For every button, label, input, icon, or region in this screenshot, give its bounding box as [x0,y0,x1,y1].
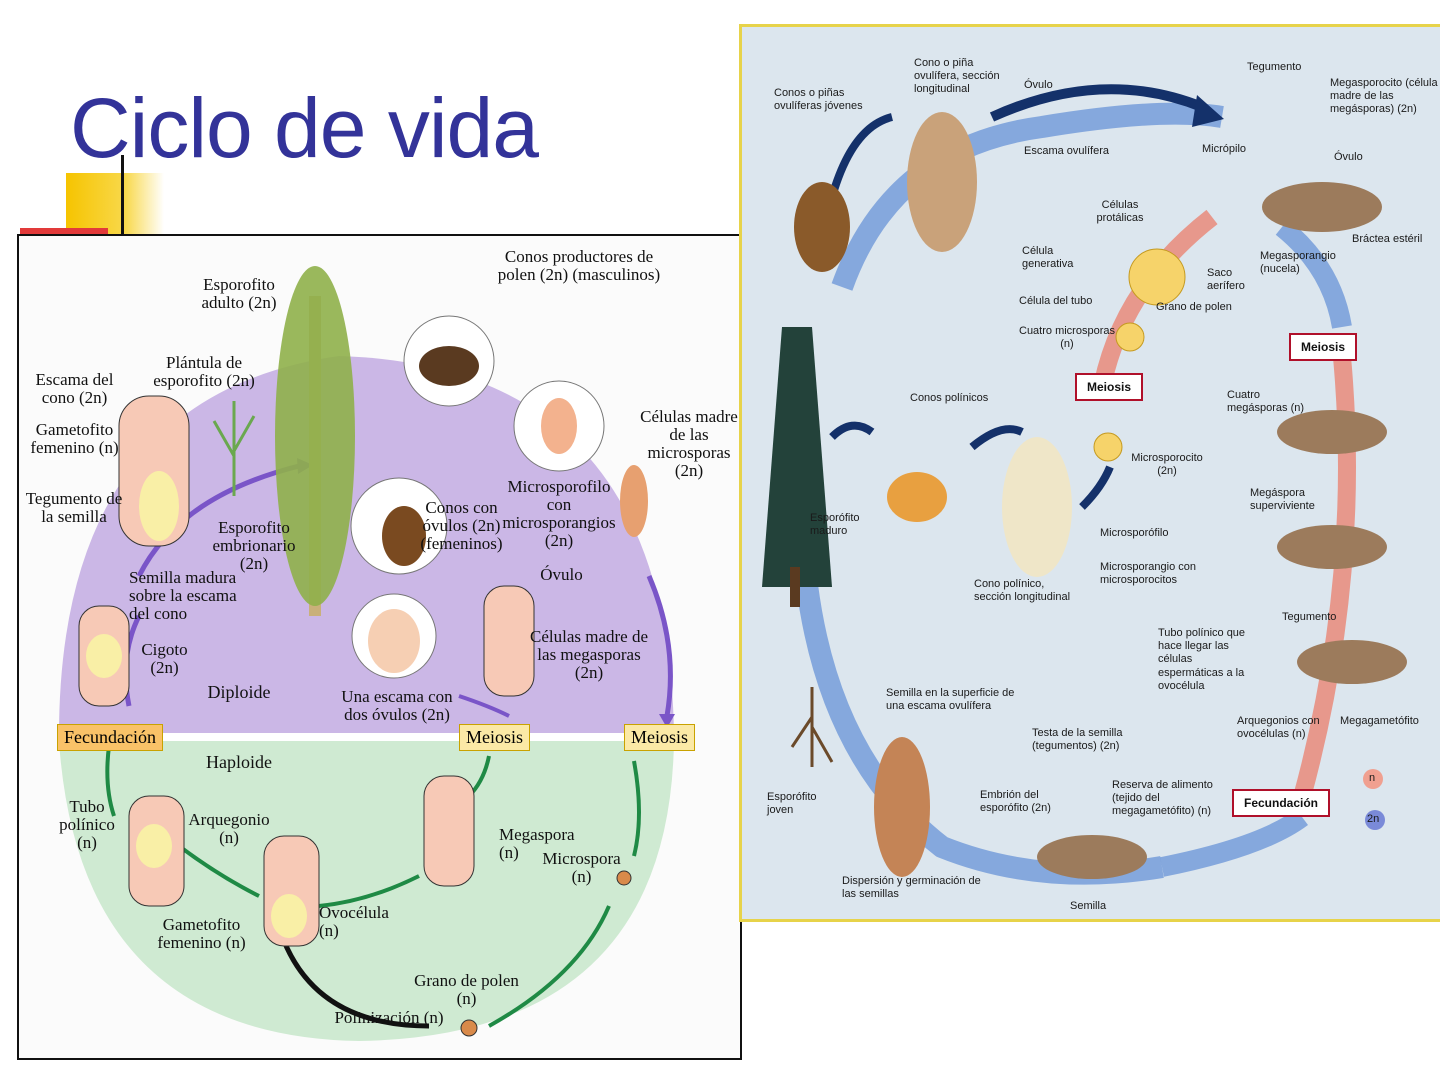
r-label-embrion: Embrión del esporófito (2n) [980,789,1051,815]
right-cycle-graphics [762,84,1407,885]
label-esporofito-adulto: Esporofito adulto (2n) [201,275,277,312]
vertical-line-decoration [121,155,124,235]
left-life-cycle-diagram: Esporofito adulto (2n) Conos productores… [17,234,742,1060]
r-label-bractea: Bráctea estéril [1352,233,1423,245]
red-bar-decoration [20,228,108,236]
r-label-ovulo-top: Óvulo [1024,79,1053,91]
r-label-microsporangio: Microsporangio con microsporocitos [1100,561,1196,587]
r-label-dispersion: Dispersión y germinación de las semillas [842,875,981,901]
label-megaspora: Megaspora (n) [499,825,575,862]
left-cycle-graphics [59,266,675,1041]
label-conos-ovulos: Conos con óvulos (2n) (femeninos) [420,498,503,553]
r-legend-2n: 2n [1367,813,1380,825]
label-microsporofilo: Microsporofilo con microsporangios (2n) [502,477,616,550]
slide-title: Ciclo de vida [70,81,539,175]
label-tegumento: Tegumento de la semilla [25,489,123,526]
r-label-semilla: Semilla [1070,900,1107,912]
label-meiosis-1: Meiosis [459,724,531,751]
r-label-testa: Testa de la semilla (tegumentos) (2n) [1032,727,1123,753]
r-label-celulas-protalicas: Células protálicas [1096,199,1144,225]
r-label-saco: Saco aerífero [1207,267,1245,293]
r-label-meiosis-center: Meiosis [1075,373,1144,401]
r-label-megasporangio: Megasporangio (nucela) [1260,250,1336,276]
r-label-ovulo-right: Óvulo [1334,151,1363,163]
r-legend-n: n [1369,772,1376,784]
label-escama-dos-ovulos: Una escama con dos óvulos (2n) [341,687,453,724]
label-semilla-madura: Semilla madura sobre la escama del cono [129,568,237,623]
label-haploide: Haploide [206,752,272,772]
r-label-arquegonios: Arquegonios con ovocélulas (n) [1237,715,1320,741]
label-esporofito-embrionario: Esporofito embrionario (2n) [212,518,296,573]
r-label-tegumento-bottom: Tegumento [1282,611,1337,623]
label-celulas-megasporas: Células madre de las megasporas (2n) [529,627,648,682]
r-label-megasporocito: Megasporocito (célula madre de las megás… [1330,77,1438,116]
label-conos-polen: Conos productores de polen (2n) (masculi… [497,247,661,284]
label-ovocelula: Ovocélula (n) [319,903,389,940]
yellow-square-decoration [66,173,164,235]
r-label-semilla-superficie: Semilla en la superficie de una escama o… [886,687,1015,713]
r-label-celula-generativa: Célula generativa [1022,245,1074,271]
r-label-cuatro-megasporas: Cuatro megásporas (n) [1227,389,1305,415]
r-label-conos-polinicos: Conos polínicos [910,392,989,404]
r-label-celula-tubo: Célula del tubo [1019,295,1093,307]
r-label-reserva: Reserva de alimento (tejido del megagame… [1112,779,1213,818]
r-label-cono-polinico: Cono polínico, sección longitudinal [974,578,1071,604]
label-gametofito-femenino-top: Gametofito femenino (n) [30,420,119,457]
r-label-tubo-polinico: Tubo polínico que hace llegar las célula… [1158,627,1246,692]
r-label-esporofito-joven: Esporófito joven [767,791,817,817]
r-label-fecundacion: Fecundación [1232,789,1331,817]
label-plantula: Plántula de esporofito (2n) [153,353,255,390]
r-label-micropilo: Micrópilo [1202,143,1247,155]
r-label-conos-jovenes: Conos o piñas ovulíferas jóvenes [774,87,863,113]
label-escama-cono: Escama del cono (2n) [35,370,114,407]
label-cigoto: Cigoto (2n) [141,640,188,677]
r-label-megagametofito: Megagametófito [1340,715,1419,727]
r-label-escama-ovulifera: Escama ovulífera [1024,145,1109,157]
label-ovulo: Óvulo [540,565,583,584]
label-diploide: Diploide [207,682,271,702]
r-label-cuatro-microsporas: Cuatro microsporas (n) [1019,325,1115,351]
label-tubo-polinico: Tubo polínico (n) [59,797,115,852]
r-label-grano-polen: Grano de polen [1156,301,1232,313]
label-meiosis-2: Meiosis [624,724,696,751]
r-label-esporofito-maduro: Esporófito maduro [810,512,860,538]
label-celulas-microsporas: Células madre de las microsporas (2n) [640,407,738,480]
r-label-cono-pina: Cono o piña ovulífera, sección longitudi… [914,57,1000,96]
label-gametofito-femenino-bottom: Gametofito femenino (n) [157,915,246,952]
r-label-microsporofilo: Microsporófilo [1100,527,1169,539]
right-life-cycle-diagram: Conos o piñas ovulíferas jóvenes Cono o … [739,24,1440,922]
label-microspora: Microspora (n) [542,849,621,886]
r-label-megaspora-superviviente: Megáspora superviviente [1250,487,1315,513]
label-arquegonio: Arquegonio (n) [188,810,270,847]
label-grano-polen: Grano de polen (n) [414,971,519,1008]
label-fecundacion: Fecundación [57,724,163,751]
label-polinizacion: Polinización (n) [334,1008,444,1027]
r-label-meiosis-right: Meiosis [1289,333,1358,361]
r-label-tegumento-top: Tegumento [1247,61,1302,73]
r-label-microsporocito: Microsporocito (2n) [1131,452,1203,478]
